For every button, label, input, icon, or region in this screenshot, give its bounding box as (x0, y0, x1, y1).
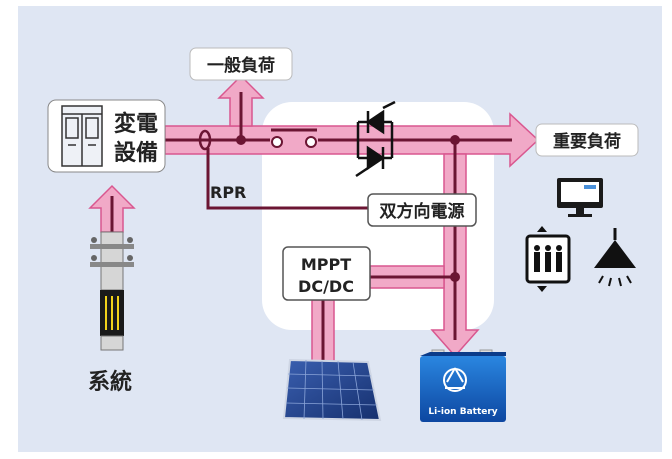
substation-label-line1: 変電 (114, 111, 158, 137)
important-load-box: 重要負荷 (535, 123, 639, 157)
thyristor-icon (355, 100, 396, 178)
general-load-box: 一般負荷 (189, 47, 293, 81)
current-sensor-icon (198, 129, 212, 151)
lamp-icon (594, 228, 636, 287)
utility-pole-icon (90, 231, 134, 351)
grid-label: 系統 (88, 369, 132, 395)
elevator-icon (525, 226, 571, 292)
switch-icon (270, 128, 318, 150)
battery-icon: Li-ion Battery (420, 349, 506, 422)
bidirectional-power-label: 双方向電源 (380, 201, 465, 222)
rpr-label: RPR (210, 183, 246, 202)
substation-box: 変電 設備 (47, 99, 166, 173)
battery-label: Li-ion Battery (428, 407, 497, 417)
mppt-label-line1: MPPT (301, 255, 351, 274)
wire-junctions (236, 135, 460, 282)
wires (110, 92, 512, 360)
mppt-label-line2: DC/DC (298, 277, 354, 296)
important-load-label: 重要負荷 (553, 131, 621, 152)
mppt-box: MPPT DC/DC (282, 246, 371, 301)
substation-label-line2: 設備 (114, 140, 158, 166)
general-load-label: 一般負荷 (207, 55, 275, 76)
solar-panel-icon (282, 358, 382, 422)
monitor-icon (557, 178, 603, 217)
recycle-icon (443, 367, 467, 392)
bidirectional-power-box: 双方向電源 (367, 193, 477, 227)
substation-cabinet-icon (61, 105, 103, 167)
